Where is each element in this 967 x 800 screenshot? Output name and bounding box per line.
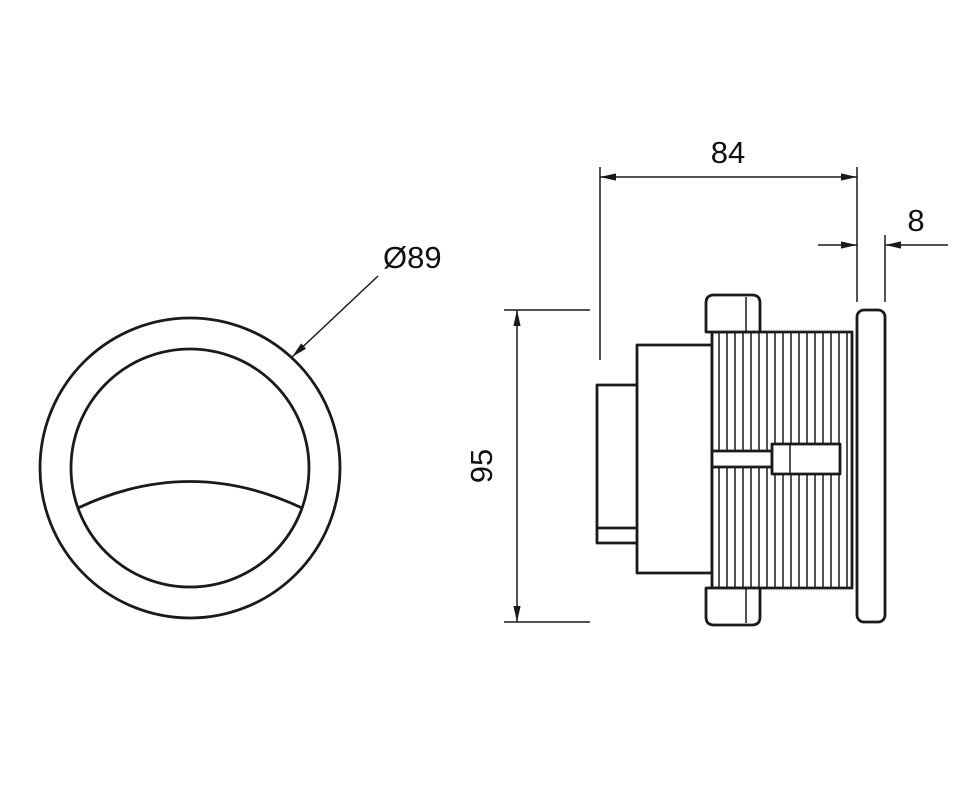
height-label: 95 bbox=[464, 449, 499, 483]
diameter-leader-line bbox=[291, 275, 379, 358]
lock-nut-top-outline bbox=[704, 293, 762, 334]
dimension-flange-thickness: 8 bbox=[818, 203, 948, 302]
air-connector bbox=[770, 442, 842, 476]
rear-housing bbox=[595, 383, 641, 545]
dimension-overall-height: 95 bbox=[464, 309, 590, 623]
valve-body bbox=[635, 343, 714, 575]
front-view: Ø89 bbox=[38, 240, 442, 620]
side-view bbox=[595, 293, 887, 627]
diameter-dimension: Ø89 bbox=[291, 240, 442, 358]
diameter-label: Ø89 bbox=[383, 240, 442, 275]
length-label: 84 bbox=[711, 135, 745, 170]
button-face-arc bbox=[76, 480, 304, 510]
inner-button-circle bbox=[69, 347, 311, 589]
air-connector-body bbox=[770, 442, 842, 476]
dimension-overall-length: 84 bbox=[599, 135, 858, 360]
lock-nut-bottom-tab bbox=[704, 586, 762, 627]
lock-nut-bottom-outline bbox=[704, 586, 762, 627]
wall-flange-plate bbox=[855, 308, 887, 624]
lock-nut-top-tab bbox=[704, 293, 762, 334]
flange-thickness-label: 8 bbox=[907, 203, 924, 238]
air-rod bbox=[710, 449, 774, 469]
